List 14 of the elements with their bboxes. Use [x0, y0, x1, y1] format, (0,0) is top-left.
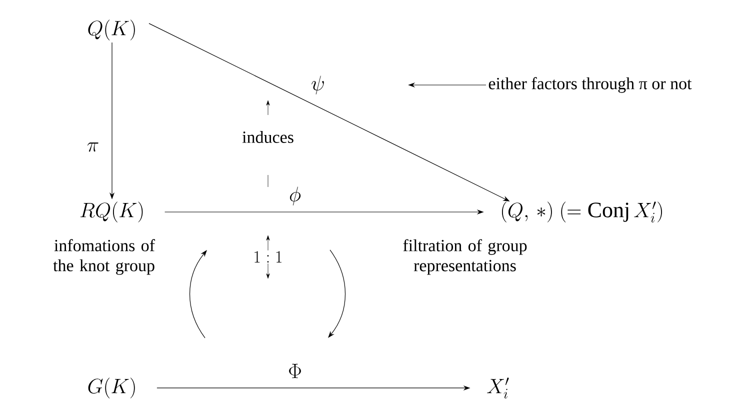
math-object: $X'_i$ [487, 378, 509, 398]
math-object: $(Q,\,*)\ (=\mathrm{Conj}\,X'_i)$ [502, 202, 662, 222]
edge-label: $\pi$ [86, 142, 100, 152]
annotation-text: either factors through π or not [488, 77, 692, 93]
math-object: $Q(K)$ [88, 20, 135, 40]
edge-label: $\Phi$ [287, 362, 303, 380]
note-text: $1:1$ [252, 250, 284, 264]
note-text: filtration of group representations [403, 239, 527, 275]
edge-label: $\psi$ [310, 74, 326, 96]
note-text: induces [241, 130, 295, 144]
note-text: infomations of the knot group [53, 239, 156, 275]
edge-label: $\phi$ [288, 186, 302, 206]
math-object: $RQ(K)$ [80, 202, 143, 222]
math-object: $G(K)$ [88, 378, 135, 398]
